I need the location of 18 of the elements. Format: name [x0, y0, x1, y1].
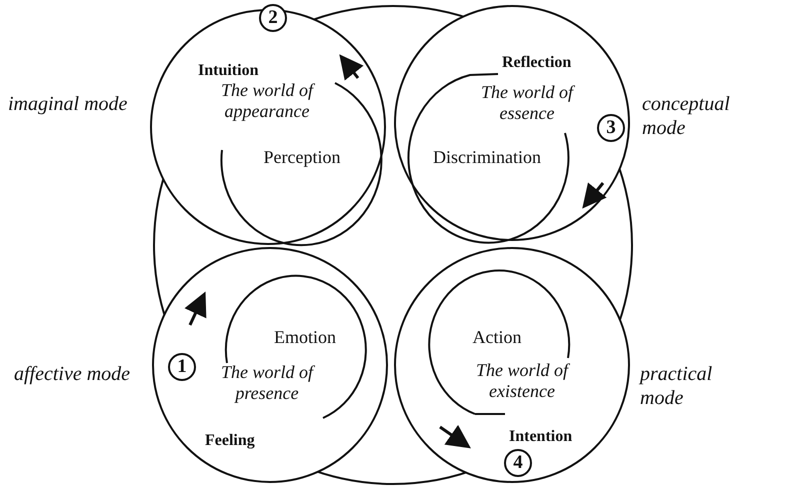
function-label: Emotion	[273, 327, 337, 348]
world-caption: The world of essence	[480, 82, 576, 124]
world-caption: The world of appearance	[220, 80, 316, 122]
function-label: Action	[472, 327, 522, 348]
mode-label: practical mode	[640, 362, 714, 410]
mode-label: affective mode	[14, 362, 132, 386]
function-label: Perception	[262, 147, 342, 168]
function-label: Discrimination	[432, 147, 542, 168]
mode-heading: Intuition	[198, 61, 258, 81]
mode-heading: Intention	[509, 427, 572, 447]
world-caption: The world of presence	[220, 362, 316, 404]
step-number-badge: 2	[259, 4, 287, 32]
outer-circle	[153, 5, 633, 485]
mode-label: imaginal mode	[8, 92, 128, 116]
world-caption: The world of existence	[474, 360, 571, 402]
mode-label: conceptual mode	[642, 92, 731, 140]
mode-heading: Reflection	[502, 53, 572, 73]
mode-heading: Feeling	[205, 431, 255, 451]
